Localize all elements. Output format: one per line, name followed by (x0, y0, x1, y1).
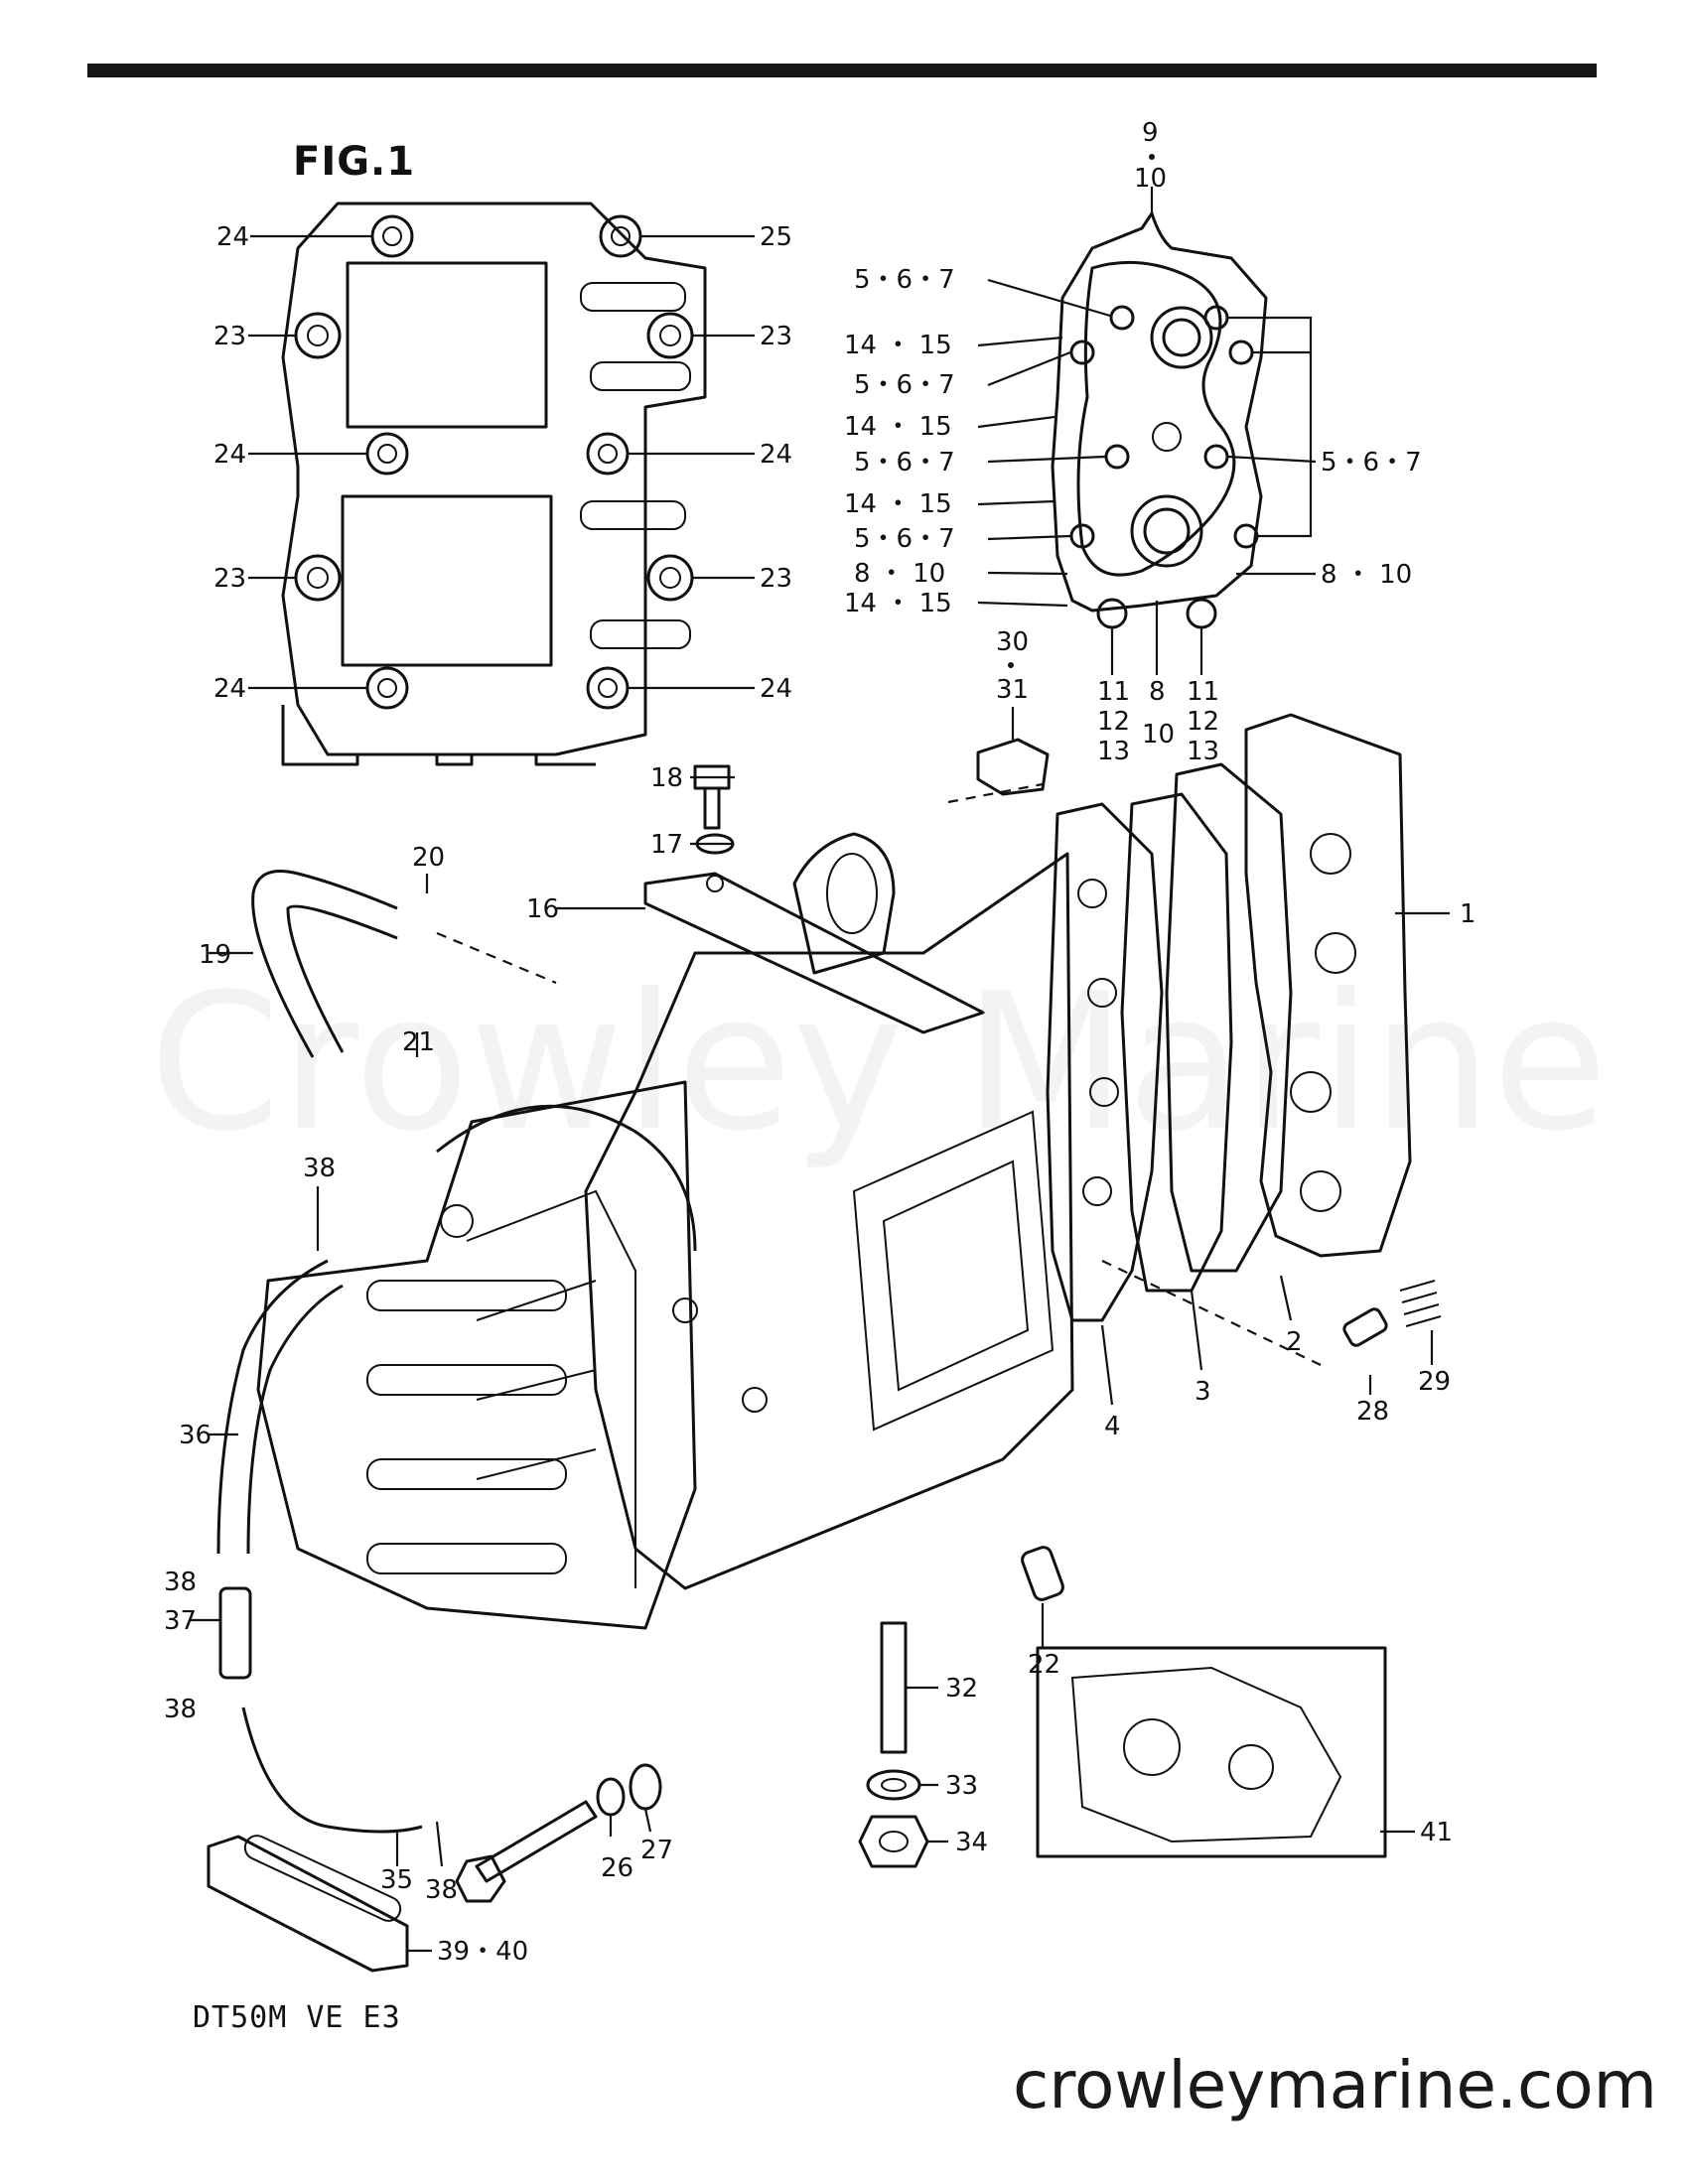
model-code: DT50M VE E3 (193, 2000, 401, 2035)
callout-23: 23 (213, 564, 246, 594)
head-cover-gasket (1051, 211, 1268, 629)
callout-24: 24 (216, 222, 249, 252)
callout-13: 13 (1097, 737, 1130, 766)
callout-11: 11 (1187, 677, 1219, 707)
callout-13: 13 (1187, 737, 1219, 766)
callout-10: 10 (1134, 164, 1167, 194)
callout-5-6-7: 5・6・7 (854, 265, 955, 295)
intake-gasket (281, 202, 707, 766)
callout-14-15: 14 ・ 15 (844, 412, 952, 442)
callout-23: 23 (760, 564, 792, 594)
callout-38: 38 (303, 1154, 336, 1183)
callout-3: 3 (1195, 1377, 1211, 1407)
callout-16: 16 (526, 894, 559, 924)
callout-9: 9 (1142, 118, 1159, 148)
callout-25: 25 (760, 222, 792, 252)
callout-8-10: 8 ・ 10 (1321, 560, 1412, 590)
site-url[interactable]: crowleymarine.com (1013, 2047, 1657, 2123)
callout-24: 24 (760, 440, 792, 470)
callout-31: 31 (996, 675, 1029, 705)
callout-36: 36 (179, 1421, 211, 1450)
callout-19: 19 (199, 940, 231, 970)
watermark: Crowley Marine (149, 953, 1608, 1172)
callout-38: 38 (164, 1695, 197, 1724)
assembly-leaders (189, 707, 1450, 1953)
callout-24: 24 (213, 440, 246, 470)
callout-26: 26 (601, 1853, 633, 1883)
callout-1: 1 (1460, 899, 1477, 929)
callout-30: 30 (996, 627, 1029, 657)
callout-5-6-7: 5・6・7 (854, 370, 955, 400)
callout-18: 18 (650, 763, 683, 793)
callout-2: 2 (1286, 1327, 1303, 1357)
header-rule (87, 64, 1597, 77)
callout-27: 27 (640, 1836, 673, 1865)
callout-14-15: 14 ・ 15 (844, 589, 952, 618)
callout-11: 11 (1097, 677, 1130, 707)
callout-32: 32 (945, 1674, 978, 1704)
callout-37: 37 (164, 1606, 197, 1636)
callout-23: 23 (213, 322, 246, 351)
cylinder-block (207, 713, 1442, 1973)
callout-14-15: 14 ・ 15 (844, 331, 952, 360)
callout-39-40: 39・40 (437, 1937, 528, 1967)
callout-12: 12 (1187, 707, 1219, 737)
callout-34: 34 (955, 1828, 988, 1857)
callout-12: 12 (1097, 707, 1130, 737)
callout-4: 4 (1104, 1412, 1121, 1441)
callout-5-6-7: 5・6・7 (1321, 448, 1422, 478)
callout-28: 28 (1356, 1397, 1389, 1427)
callout-33: 33 (945, 1771, 978, 1801)
callout-21: 21 (402, 1027, 435, 1057)
callout-41: 41 (1420, 1818, 1453, 1847)
callout-14-15: 14 ・ 15 (844, 489, 952, 519)
callout-38: 38 (425, 1875, 458, 1905)
callout-29: 29 (1418, 1367, 1451, 1397)
leader-lines (248, 187, 1317, 690)
callout-23: 23 (760, 322, 792, 351)
callout-24: 24 (760, 674, 792, 704)
callout-5-6-7: 5・6・7 (854, 524, 955, 554)
callout-20: 20 (412, 843, 445, 873)
callout-38: 38 (164, 1568, 197, 1597)
callout-labels: 24 25 23 23 24 24 23 23 24 24 9 10 5・6・7… (164, 118, 1477, 1967)
figure-title: FIG.1 (293, 139, 416, 185)
callout-24: 24 (213, 674, 246, 704)
callout-8-10: 8 ・ 10 (854, 559, 945, 589)
callout-17: 17 (650, 830, 683, 860)
callout-5-6-7: 5・6・7 (854, 448, 955, 478)
callout-35: 35 (380, 1865, 413, 1895)
callout-10: 10 (1142, 720, 1175, 750)
callout-8: 8 (1149, 677, 1166, 707)
callout-22: 22 (1028, 1650, 1060, 1680)
